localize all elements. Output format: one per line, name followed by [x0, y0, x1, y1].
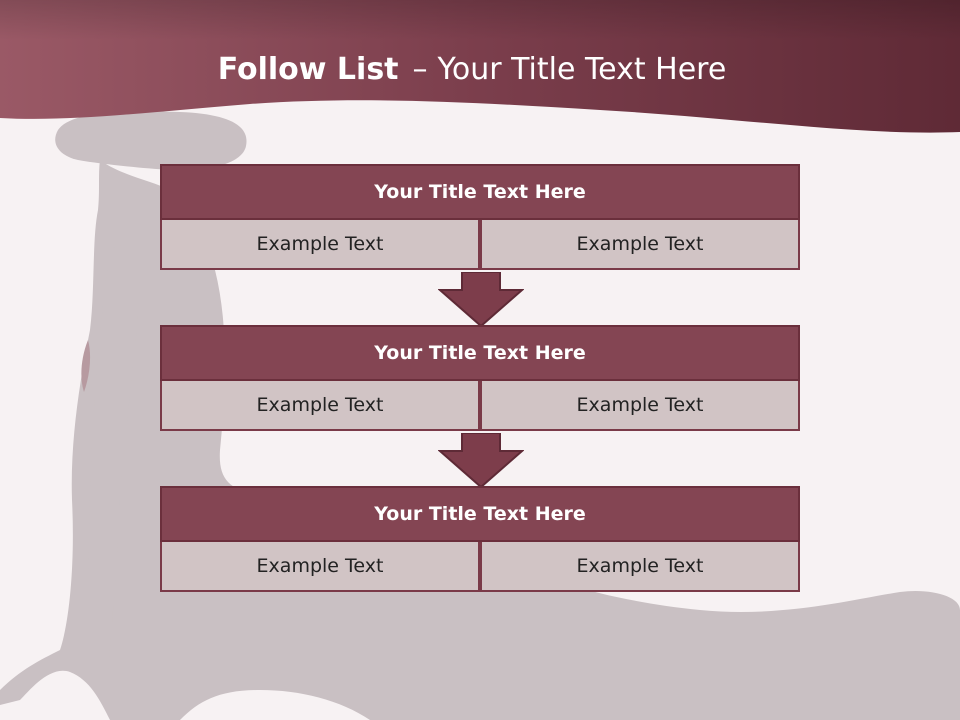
- down-arrow-icon: [438, 272, 524, 328]
- example-cell-right: Example Text: [480, 542, 800, 592]
- block-title: Your Title Text Here: [160, 325, 800, 381]
- title-rest: Your Title Text Here: [437, 52, 727, 87]
- block-row: Example Text Example Text: [160, 381, 800, 431]
- page-title: Follow List–Your Title Text Here: [0, 52, 944, 87]
- block-row: Example Text Example Text: [160, 220, 800, 270]
- example-cell-left: Example Text: [160, 542, 480, 592]
- list-block-1: Your Title Text Here Example Text Exampl…: [160, 164, 800, 270]
- list-block-2: Your Title Text Here Example Text Exampl…: [160, 325, 800, 431]
- list-block-3: Your Title Text Here Example Text Exampl…: [160, 486, 800, 592]
- down-arrow-icon: [438, 433, 524, 489]
- block-row: Example Text Example Text: [160, 542, 800, 592]
- title-bold: Follow List: [217, 52, 399, 87]
- example-cell-left: Example Text: [160, 220, 480, 270]
- example-cell-left: Example Text: [160, 381, 480, 431]
- title-dash: –: [412, 52, 428, 87]
- example-cell-right: Example Text: [480, 381, 800, 431]
- block-title: Your Title Text Here: [160, 486, 800, 542]
- example-cell-right: Example Text: [480, 220, 800, 270]
- block-title: Your Title Text Here: [160, 164, 800, 220]
